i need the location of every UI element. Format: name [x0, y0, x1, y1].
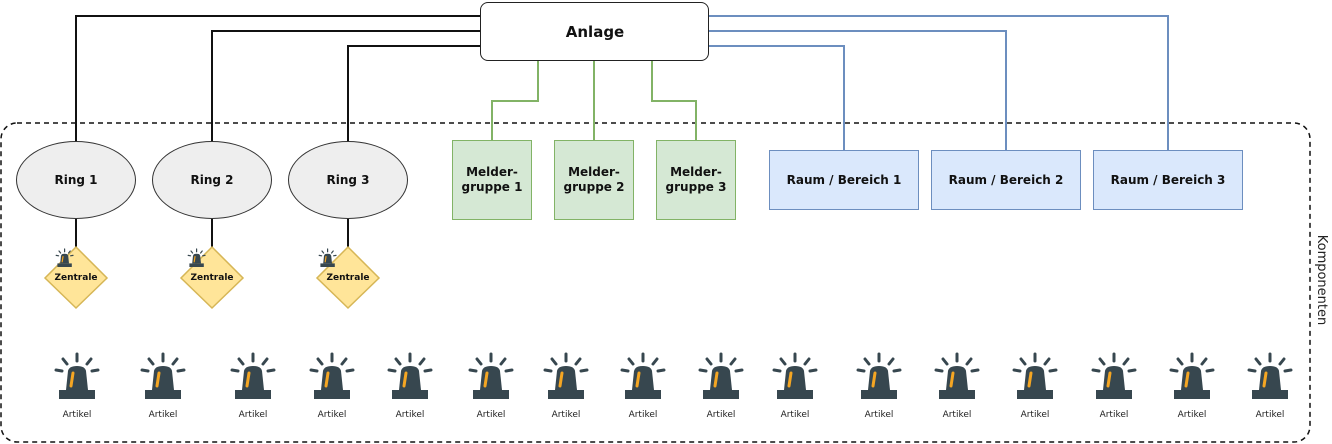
ring-label: Ring 3	[326, 173, 370, 187]
alarm-icon	[54, 352, 100, 401]
raum-node-1[interactable]: Raum / Bereich 1	[769, 150, 919, 210]
meldergruppe-label: Melder- gruppe 2	[563, 165, 625, 194]
meldergruppe-node-3[interactable]: Melder- gruppe 3	[656, 140, 736, 220]
raum-connectors	[709, 15, 1169, 151]
ring-connectors	[75, 15, 480, 141]
ring-node-3[interactable]: Ring 3	[288, 141, 408, 219]
meldergruppe-label: Melder- gruppe 3	[665, 165, 727, 194]
artikel-label: Artikel	[942, 410, 972, 420]
meldergruppe-connectors	[491, 61, 697, 141]
anlage-label: Anlage	[565, 23, 625, 41]
raum-label: Raum / Bereich 1	[786, 173, 902, 187]
alarm-icon	[468, 352, 514, 401]
meldergruppe-node-2[interactable]: Melder- gruppe 2	[554, 140, 634, 220]
raum-node-2[interactable]: Raum / Bereich 2	[931, 150, 1081, 210]
alarm-icon	[140, 352, 186, 401]
ring-label: Ring 1	[54, 173, 98, 187]
artikel-label: Artikel	[864, 410, 894, 420]
artikel-label: Artikel	[1020, 410, 1050, 420]
artikel-label: Artikel	[706, 410, 736, 420]
anlage-node[interactable]	[480, 2, 709, 61]
zentrale-label: Zentrale	[54, 273, 98, 283]
ring-node-2[interactable]: Ring 2	[152, 141, 272, 219]
zentrale-connectors	[75, 219, 349, 247]
artikel-label: Artikel	[628, 410, 658, 420]
alarm-icon	[543, 352, 589, 401]
alarm-icon	[698, 352, 744, 401]
artikel-label: Artikel	[395, 410, 425, 420]
artikel-label: Artikel	[62, 410, 92, 420]
components-container	[0, 122, 1311, 443]
alarm-icon	[1247, 352, 1293, 401]
meldergruppe-label: Melder- gruppe 1	[461, 165, 523, 194]
meldergruppe-node-1[interactable]: Melder- gruppe 1	[452, 140, 532, 220]
artikel-label: Artikel	[238, 410, 268, 420]
ring-node-1[interactable]: Ring 1	[16, 141, 136, 219]
zentrale-alarm-icon	[318, 248, 337, 268]
zentrale-diamond-2[interactable]	[179, 245, 245, 310]
zentrale-label: Zentrale	[190, 273, 234, 283]
artikel-label: Artikel	[780, 410, 810, 420]
raum-label: Raum / Bereich 2	[948, 173, 1064, 187]
components-label: Komponenten	[1314, 234, 1330, 326]
alarm-icon	[1091, 352, 1137, 401]
artikel-label: Artikel	[317, 410, 347, 420]
zentrale-diamond-1[interactable]	[43, 245, 109, 310]
alarm-icon	[230, 352, 276, 401]
artikel-icons	[54, 352, 1293, 401]
alarm-icon	[934, 352, 980, 401]
zentrale-label: Zentrale	[326, 273, 370, 283]
alarm-icon	[620, 352, 666, 401]
artikel-label: Artikel	[1177, 410, 1207, 420]
artikel-label: Artikel	[551, 410, 581, 420]
alarm-icon	[772, 352, 818, 401]
alarm-icon	[1169, 352, 1215, 401]
alarm-icon	[856, 352, 902, 401]
artikel-label: Artikel	[1099, 410, 1129, 420]
ring-label: Ring 2	[190, 173, 234, 187]
artikel-label: Artikel	[1255, 410, 1285, 420]
artikel-label: Artikel	[148, 410, 178, 420]
raum-label: Raum / Bereich 3	[1110, 173, 1226, 187]
raum-node-3[interactable]: Raum / Bereich 3	[1093, 150, 1243, 210]
zentrale-diamond-3[interactable]	[315, 245, 381, 310]
alarm-icon	[387, 352, 433, 401]
artikel-label: Artikel	[476, 410, 506, 420]
alarm-icon	[1012, 352, 1058, 401]
alarm-icon	[309, 352, 355, 401]
